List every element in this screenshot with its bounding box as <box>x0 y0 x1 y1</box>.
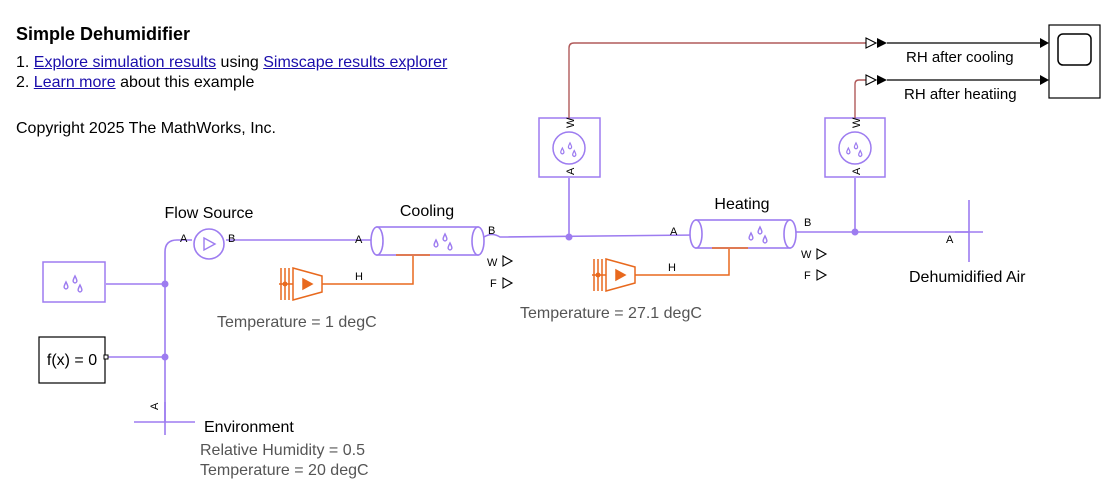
page-title: Simple Dehumidifier <box>16 24 191 44</box>
moisture-source-block[interactable] <box>42 261 106 303</box>
flow-source-port-a: A <box>180 233 188 245</box>
thermal-node-icon <box>282 281 288 287</box>
signal-label-rh-cooling: RH after cooling <box>906 49 1014 66</box>
heating-port-b: B <box>804 217 811 229</box>
cooling-port-h: H <box>355 271 363 283</box>
explore-results-link[interactable]: Explore simulation results <box>33 54 217 71</box>
junction-dots <box>161 228 859 361</box>
list-number-2: 2. <box>16 74 34 91</box>
flow-source-block[interactable]: A B <box>180 228 235 260</box>
signal-label-rh-heating: RH after heatiing <box>904 86 1017 103</box>
signal-arrows <box>865 37 1049 86</box>
dehumidified-port-a: A <box>946 234 954 246</box>
learn-more-suffix: about this example <box>115 74 255 91</box>
link-line-2: 2. Learn more about this example <box>16 73 447 93</box>
environment-temp: Temperature = 20 degC <box>200 462 369 479</box>
cooling-temperature: Temperature = 1 degC <box>217 314 377 331</box>
humidity-sensor-1[interactable]: W A <box>538 117 601 178</box>
environment-rh: Relative Humidity = 0.5 <box>200 442 365 459</box>
environment-port-a: A <box>149 402 161 410</box>
heating-temp-source[interactable] <box>592 249 730 292</box>
cooling-port-f: F <box>490 278 497 290</box>
sensor1-port-w: W <box>565 117 577 128</box>
list-number-1: 1. <box>16 54 34 71</box>
solver-config-block[interactable]: f(x) = 0 <box>38 336 109 384</box>
humidity-sensor-2[interactable]: W A <box>824 117 886 178</box>
header: Simple Dehumidifier 1. Explore simulatio… <box>16 24 447 93</box>
cooling-port-w: W <box>487 257 498 269</box>
heating-port-f: F <box>804 270 811 282</box>
sensor2-port-w: W <box>851 117 863 128</box>
cooling-block[interactable]: A B W F <box>355 225 514 290</box>
environment-block[interactable]: A <box>134 402 195 435</box>
link-connector-text: using <box>216 54 264 71</box>
heating-port-a: A <box>670 226 678 238</box>
signal-lines <box>568 42 866 118</box>
heating-port-w: W <box>801 249 812 261</box>
flow-arrow-icon <box>203 236 217 252</box>
heating-port-h: H <box>668 262 676 274</box>
copyright-text: Copyright 2025 The MathWorks, Inc. <box>16 120 276 137</box>
learn-more-link[interactable]: Learn more <box>33 74 116 91</box>
thermal-node-icon <box>595 272 601 278</box>
solver-label: f(x) = 0 <box>47 352 97 369</box>
flow-source-label: Flow Source <box>165 205 254 222</box>
sensor2-port-a: A <box>851 167 863 175</box>
moist-air-lines <box>106 178 969 422</box>
dehumidified-air-block[interactable]: A <box>946 200 983 262</box>
heating-block[interactable]: A B W F <box>670 217 828 282</box>
heating-label: Heating <box>714 196 769 213</box>
cooling-port-a: A <box>355 234 363 246</box>
cooling-label: Cooling <box>400 203 454 220</box>
scope-screen-icon <box>1057 33 1092 66</box>
environment-label: Environment <box>204 419 294 436</box>
cooling-temp-source[interactable] <box>279 256 414 301</box>
dehumidified-air-label: Dehumidified Air <box>909 269 1026 286</box>
link-line-1: 1. Explore simulation results using Sims… <box>16 53 447 73</box>
cooling-port-b: B <box>488 225 495 237</box>
sensor1-port-a: A <box>565 167 577 175</box>
heating-temperature: Temperature = 27.1 degC <box>520 305 702 322</box>
scope-block[interactable] <box>1048 24 1101 99</box>
flow-source-port-b: B <box>228 233 235 245</box>
results-explorer-link[interactable]: Simscape results explorer <box>263 54 448 71</box>
